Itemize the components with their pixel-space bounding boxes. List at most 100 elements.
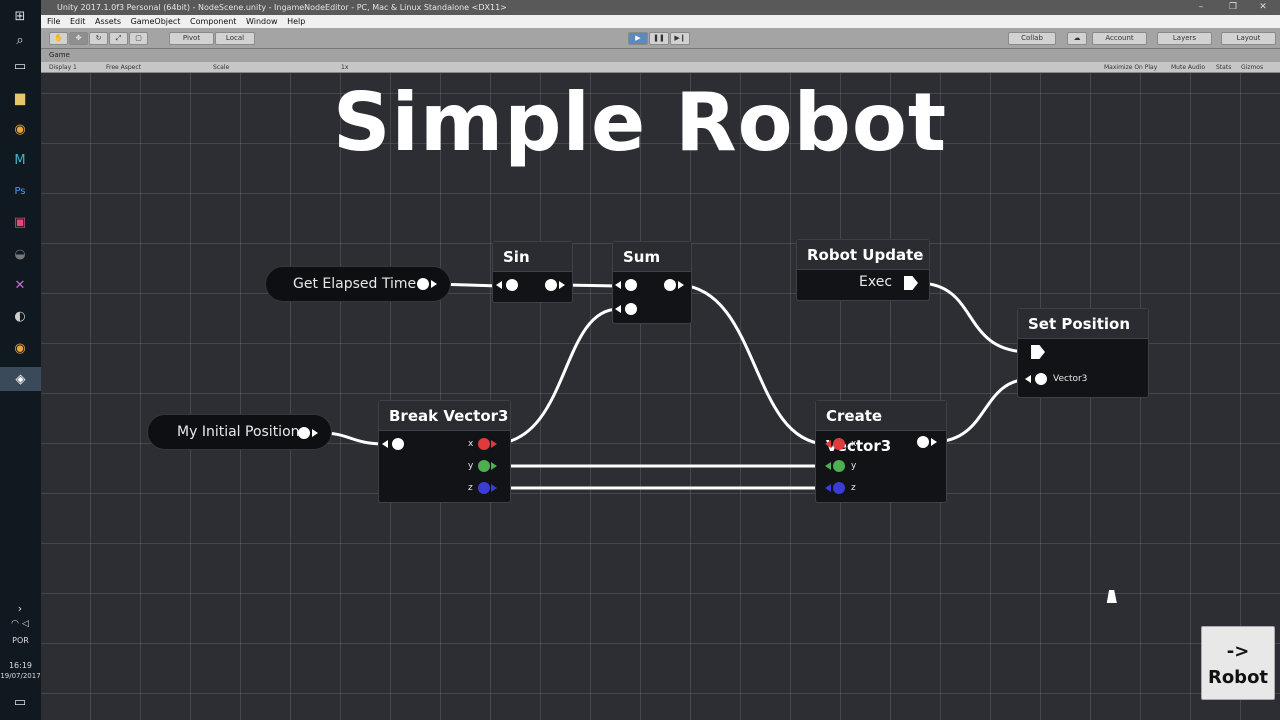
wire-create-set bbox=[933, 377, 1032, 444]
app-icon[interactable]: ✕ bbox=[14, 277, 26, 293]
sin-node-title: Sin bbox=[493, 242, 572, 272]
create-z-input-port[interactable] bbox=[833, 482, 845, 494]
game-view-bar: Display 1 Free Aspect Scale 1x Maximize … bbox=[41, 62, 1280, 73]
play-button[interactable]: ▶ bbox=[628, 32, 648, 45]
set-position-vector-input-port[interactable] bbox=[1035, 373, 1047, 385]
hand-tool-icon[interactable]: ✋ bbox=[49, 32, 68, 45]
maximize-on-play-toggle[interactable]: Maximize On Play bbox=[1104, 64, 1158, 71]
break-x-output-port[interactable] bbox=[478, 438, 490, 450]
sin-output-port[interactable] bbox=[545, 279, 557, 291]
ide-icon[interactable]: ▣ bbox=[13, 214, 27, 230]
sin-input-port[interactable] bbox=[506, 279, 518, 291]
search-icon[interactable]: ⌕ bbox=[16, 32, 24, 48]
task-view-icon[interactable]: ▭ bbox=[13, 58, 27, 74]
menu-gameobject[interactable]: GameObject bbox=[130, 17, 181, 26]
chrome-icon-2[interactable]: ◉ bbox=[14, 340, 26, 356]
break-y-label: y bbox=[468, 461, 474, 471]
create-x-label: x bbox=[851, 439, 857, 449]
set-position-title: Set Position bbox=[1018, 309, 1148, 339]
photoshop-icon[interactable]: Ps bbox=[14, 185, 26, 197]
break-z-output-port[interactable] bbox=[478, 482, 490, 494]
minimize-icon[interactable]: – bbox=[1198, 2, 1204, 12]
window-titlebar: Unity 2017.1.0f3 Personal (64bit) - Node… bbox=[41, 0, 1280, 15]
eclipse-icon[interactable]: ◐ bbox=[14, 308, 26, 324]
chrome-icon[interactable]: ◉ bbox=[14, 121, 26, 137]
elapsed-output-port[interactable] bbox=[417, 278, 429, 290]
pivot-toggle[interactable]: Pivot bbox=[169, 32, 214, 45]
create-x-input-port[interactable] bbox=[833, 438, 845, 450]
set-position-vector-arrow-icon bbox=[1025, 375, 1031, 383]
gizmos-dropdown[interactable]: Gizmos bbox=[1241, 64, 1264, 71]
rect-tool-icon[interactable]: ▢ bbox=[129, 32, 148, 45]
create-z-label: z bbox=[851, 483, 856, 493]
exec-output-port[interactable] bbox=[904, 276, 918, 290]
move-tool-icon[interactable]: ✥ bbox=[69, 32, 88, 45]
sum-output-port[interactable] bbox=[664, 279, 676, 291]
mute-audio-toggle[interactable]: Mute Audio bbox=[1171, 64, 1205, 71]
restore-icon[interactable]: ❐ bbox=[1228, 2, 1238, 12]
menu-file[interactable]: File bbox=[47, 17, 61, 26]
menu-assets[interactable]: Assets bbox=[94, 17, 122, 26]
display-dropdown[interactable]: Display 1 bbox=[49, 64, 77, 71]
break-vector3-title: Break Vector3 bbox=[379, 401, 510, 431]
wire-sum-create bbox=[678, 283, 827, 446]
cloud-icon[interactable]: ☁ bbox=[1067, 32, 1087, 45]
create-vector3-node[interactable]: Create Vector3 bbox=[815, 400, 947, 503]
gamepad-icon[interactable]: ◒ bbox=[14, 246, 26, 262]
sum-input-b-port[interactable] bbox=[625, 303, 637, 315]
step-button[interactable]: ▶❙ bbox=[670, 32, 690, 45]
create-y-input-port[interactable] bbox=[833, 460, 845, 472]
collab-dropdown[interactable]: Collab bbox=[1008, 32, 1056, 45]
menu-window[interactable]: Window bbox=[246, 17, 278, 26]
create-output-arrow-icon bbox=[931, 438, 937, 446]
language-indicator[interactable]: POR bbox=[12, 636, 29, 645]
break-z-arrow-icon bbox=[491, 484, 497, 492]
close-icon[interactable]: ✕ bbox=[1259, 2, 1267, 12]
break-y-output-port[interactable] bbox=[478, 460, 490, 472]
scale-value[interactable]: 1x bbox=[341, 64, 349, 71]
menu-edit[interactable]: Edit bbox=[69, 17, 86, 26]
robot-button-label: Robot bbox=[1207, 667, 1269, 688]
sum-input-a-port[interactable] bbox=[625, 279, 637, 291]
maya-icon[interactable]: M bbox=[14, 152, 26, 168]
windows-start-icon[interactable]: ⊞ bbox=[14, 8, 26, 24]
stats-toggle[interactable]: Stats bbox=[1216, 64, 1232, 71]
sum-node[interactable]: Sum bbox=[612, 241, 692, 324]
network-volume-icon[interactable]: ◠ ◁ bbox=[11, 619, 29, 629]
layers-dropdown[interactable]: Layers bbox=[1157, 32, 1212, 45]
elapsed-output-arrow-icon bbox=[431, 280, 437, 288]
notification-icon[interactable]: ▭ bbox=[13, 694, 27, 710]
pause-button[interactable]: ❚❚ bbox=[649, 32, 669, 45]
robot-button[interactable]: -> Robot bbox=[1201, 626, 1275, 700]
unity-icon[interactable]: ◈ bbox=[0, 367, 41, 391]
account-dropdown[interactable]: Account bbox=[1092, 32, 1147, 45]
initial-position-output-port[interactable] bbox=[298, 427, 310, 439]
create-x-arrow-icon bbox=[825, 440, 831, 448]
scale-tool-icon[interactable]: ⤢ bbox=[109, 32, 128, 45]
clock-time[interactable]: 16:19 bbox=[8, 661, 33, 670]
robot-update-node[interactable]: Robot Update bbox=[796, 239, 930, 301]
create-output-port[interactable] bbox=[917, 436, 929, 448]
windows-taskbar: ⊞ ⌕ ▭ ▆ ◉ M Ps ▣ ◒ ✕ ◐ ◉ ◈ › ◠ ◁ POR 16:… bbox=[0, 0, 41, 720]
sum-output-arrow-icon bbox=[678, 281, 684, 289]
menu-help[interactable]: Help bbox=[287, 17, 306, 26]
break-input-port[interactable] bbox=[392, 438, 404, 450]
chevron-up-icon[interactable]: › bbox=[17, 601, 23, 615]
file-explorer-icon[interactable]: ▆ bbox=[15, 90, 25, 106]
game-tab[interactable]: Game bbox=[41, 49, 1280, 62]
set-position-exec-input-port[interactable] bbox=[1031, 345, 1045, 359]
break-input-arrow-icon bbox=[382, 440, 388, 448]
break-x-label: x bbox=[468, 439, 474, 449]
clock-date[interactable]: 19/07/2017 bbox=[0, 672, 41, 680]
menu-component[interactable]: Component bbox=[190, 17, 237, 26]
wire-exec-set bbox=[918, 281, 1032, 354]
create-vector3-title: Create Vector3 bbox=[816, 401, 946, 455]
sin-node[interactable]: Sin bbox=[492, 241, 573, 303]
robot-update-title: Robot Update bbox=[797, 240, 929, 270]
layout-dropdown[interactable]: Layout bbox=[1221, 32, 1276, 45]
break-y-arrow-icon bbox=[491, 462, 497, 470]
aspect-dropdown[interactable]: Free Aspect bbox=[106, 64, 142, 71]
local-toggle[interactable]: Local bbox=[215, 32, 255, 45]
rotate-tool-icon[interactable]: ↻ bbox=[89, 32, 108, 45]
